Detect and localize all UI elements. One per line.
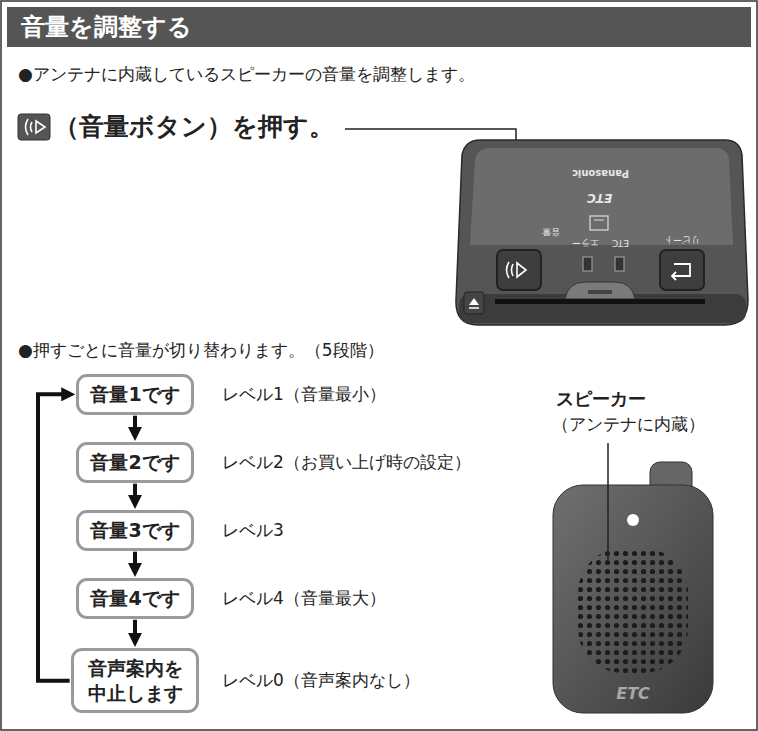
note-text: ●アンテナに内蔵しているスピーカーの音量を調整します。 xyxy=(18,64,475,85)
part-name: スピーカー xyxy=(556,388,646,411)
bubble-text: 音量3です xyxy=(90,519,179,541)
flow-arrow xyxy=(133,620,137,639)
speech-bubble: 音量3です xyxy=(76,510,193,551)
logo-mark: ETC xyxy=(587,190,612,205)
note-text: ●押すごとに音量が切り替わります。（5段階） xyxy=(18,340,384,361)
speech-bubble: 音量1です xyxy=(76,374,193,415)
bubble-text: 音量2です xyxy=(90,451,179,473)
button-label: リピート xyxy=(664,234,700,245)
etc-unit xyxy=(456,140,748,325)
logo-mark: ETC xyxy=(616,684,650,704)
bubble-text: 音量4です xyxy=(90,587,179,609)
level-label: レベル1（音量最小） xyxy=(222,384,386,405)
level-label: レベル4（音量最大） xyxy=(222,588,386,609)
level-label: レベル0（音声案内なし） xyxy=(222,670,420,691)
flow-arrow xyxy=(38,394,70,680)
part-note: （アンテナに内蔵） xyxy=(552,414,705,435)
button-label: 音量 xyxy=(542,226,560,237)
level-label: レベル3 xyxy=(222,520,284,541)
bubble-text: 音声案内を 中止します xyxy=(88,657,183,704)
bubble-text: 音量1です xyxy=(90,383,179,405)
flow-arrow xyxy=(133,416,137,433)
speech-bubble: 音声案内を 中止します xyxy=(71,648,200,713)
speaker-antenna xyxy=(553,462,713,713)
volume-button-icon xyxy=(18,114,50,140)
led-label: エラー xyxy=(572,237,599,248)
led-label: ETC xyxy=(612,237,629,248)
title-band: 音量を調整する xyxy=(7,7,751,47)
level-label: レベル2（お買い上げ時の設定） xyxy=(222,452,471,473)
speech-bubble: 音量2です xyxy=(76,442,193,483)
instruction-text: （音量ボタン）を押す。 xyxy=(54,111,334,142)
speech-bubble: 音量4です xyxy=(76,578,193,619)
flow-arrow xyxy=(133,552,137,569)
leader-line xyxy=(607,443,609,560)
flow-arrow xyxy=(133,484,137,501)
brand-mark: Panasonic xyxy=(572,166,629,179)
